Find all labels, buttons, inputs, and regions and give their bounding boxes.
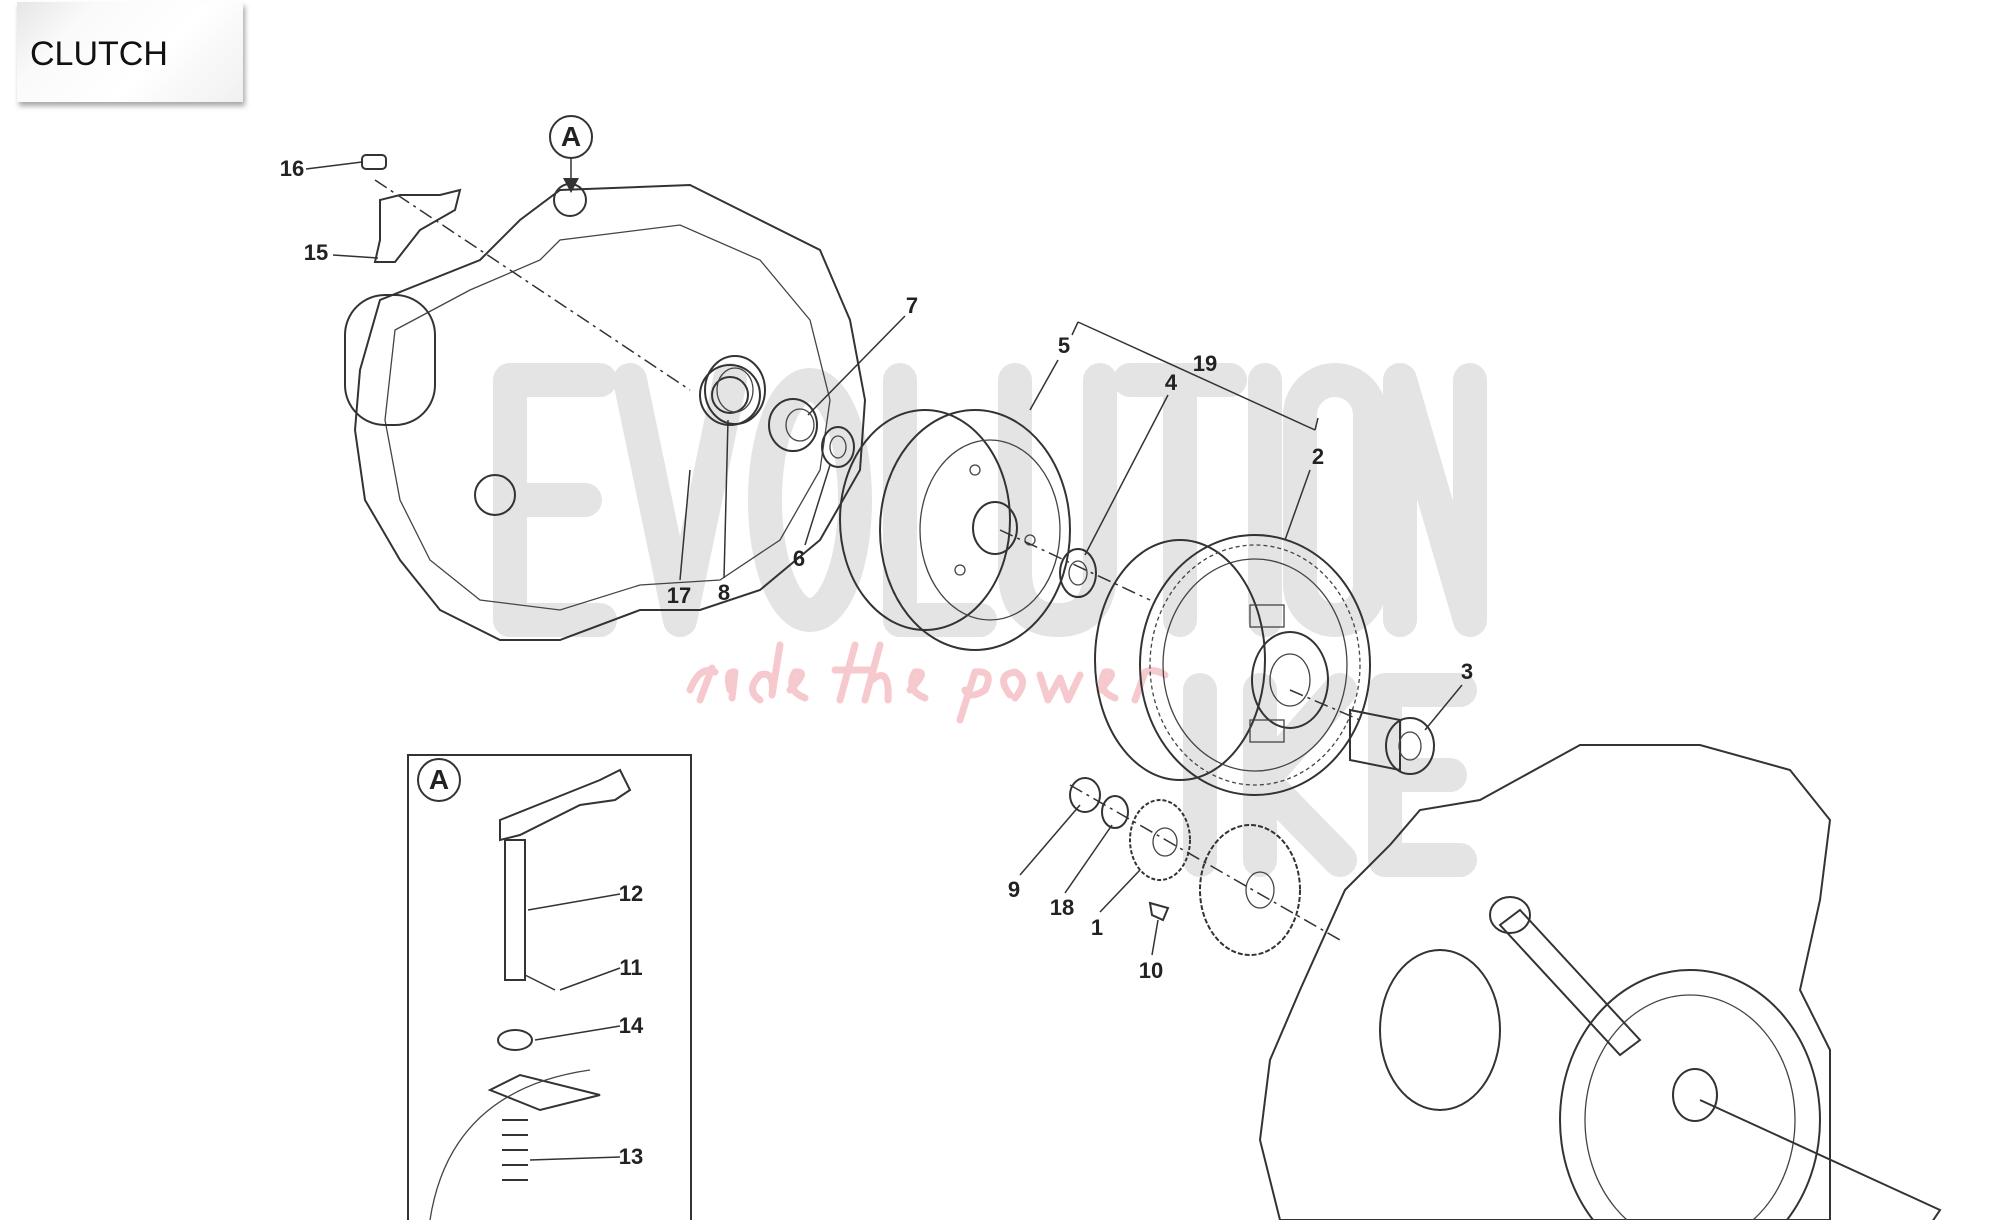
part-label-3[interactable]: 3 — [1460, 659, 1474, 684]
part-label-5[interactable]: 5 — [1057, 333, 1071, 358]
detail-marker-a — [549, 115, 593, 193]
part-label-7[interactable]: 7 — [905, 293, 919, 318]
part-label-18[interactable]: 18 — [1049, 895, 1075, 920]
part-label-8[interactable]: 8 — [717, 580, 731, 605]
washer-18 — [1101, 795, 1129, 829]
clutch-pack-5 — [839, 409, 1071, 651]
section-title-box: CLUTCH — [17, 2, 243, 102]
bolt-16 — [361, 154, 387, 170]
part-label-1[interactable]: 1 — [1090, 915, 1104, 940]
bracket-15 — [373, 188, 462, 263]
sleeve-3 — [1349, 708, 1435, 775]
engine-crankcase — [1258, 744, 1942, 1220]
part-label-14[interactable]: 14 — [618, 1013, 644, 1038]
inset-marker-label: A — [428, 764, 450, 795]
part-label-2[interactable]: 2 — [1311, 444, 1325, 469]
nut-7 — [768, 398, 818, 452]
section-title: CLUTCH — [30, 35, 168, 73]
nut-9 — [1069, 777, 1101, 813]
part-label-10[interactable]: 10 — [1138, 958, 1164, 983]
washer-6 — [821, 426, 855, 468]
clutch-basket-2 — [1094, 534, 1371, 796]
watermark-logo — [493, 363, 1487, 877]
part-label-17[interactable]: 17 — [666, 583, 692, 608]
seal-8 — [704, 355, 766, 425]
detail-marker-label: A — [560, 121, 582, 152]
part-label-6[interactable]: 6 — [792, 546, 806, 571]
part-label-12[interactable]: 12 — [618, 881, 644, 906]
washer-4 — [1059, 548, 1097, 598]
part-label-16[interactable]: 16 — [279, 156, 305, 181]
gear-1 — [1129, 799, 1191, 881]
part-label-9[interactable]: 9 — [1007, 877, 1021, 902]
gear-large — [1199, 824, 1301, 956]
part-label-4[interactable]: 4 — [1164, 370, 1178, 395]
part-label-19[interactable]: 19 — [1192, 351, 1218, 376]
detail-inset-a — [407, 754, 692, 1220]
part-label-13[interactable]: 13 — [618, 1144, 644, 1169]
part-label-15[interactable]: 15 — [303, 240, 329, 265]
part-label-11[interactable]: 11 — [619, 955, 643, 980]
leader-lines — [305, 161, 1463, 956]
key-10 — [1148, 901, 1170, 922]
